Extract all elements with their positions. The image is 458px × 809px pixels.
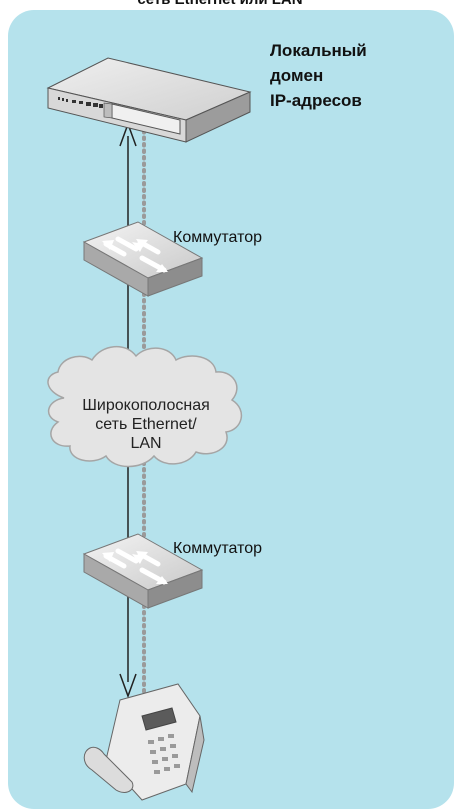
cloud-label-line-2: сеть Ethernet/ (95, 416, 197, 433)
cloud-icon (47, 346, 243, 468)
ip-phone-icon (83, 683, 205, 801)
domain-label: Локальный домен IP-адресов (270, 38, 367, 113)
switch-label-2: Коммутатор (173, 540, 263, 557)
domain-label-line-3: IP-адресов (270, 91, 362, 110)
cloud-label-line-3: LAN (130, 435, 162, 452)
domain-label-line-2: домен (270, 66, 324, 85)
pbx-unit-icon (46, 57, 252, 143)
top-caption: сеть Ethernet или LAN (40, 0, 400, 8)
domain-label-line-1: Локальный (270, 41, 367, 60)
cloud-label-line-1: Широкополосная (82, 397, 210, 414)
cloud-label: Широкополосная сеть Ethernet/ LAN (58, 396, 234, 453)
switch-label-1: Коммутатор (173, 229, 263, 246)
